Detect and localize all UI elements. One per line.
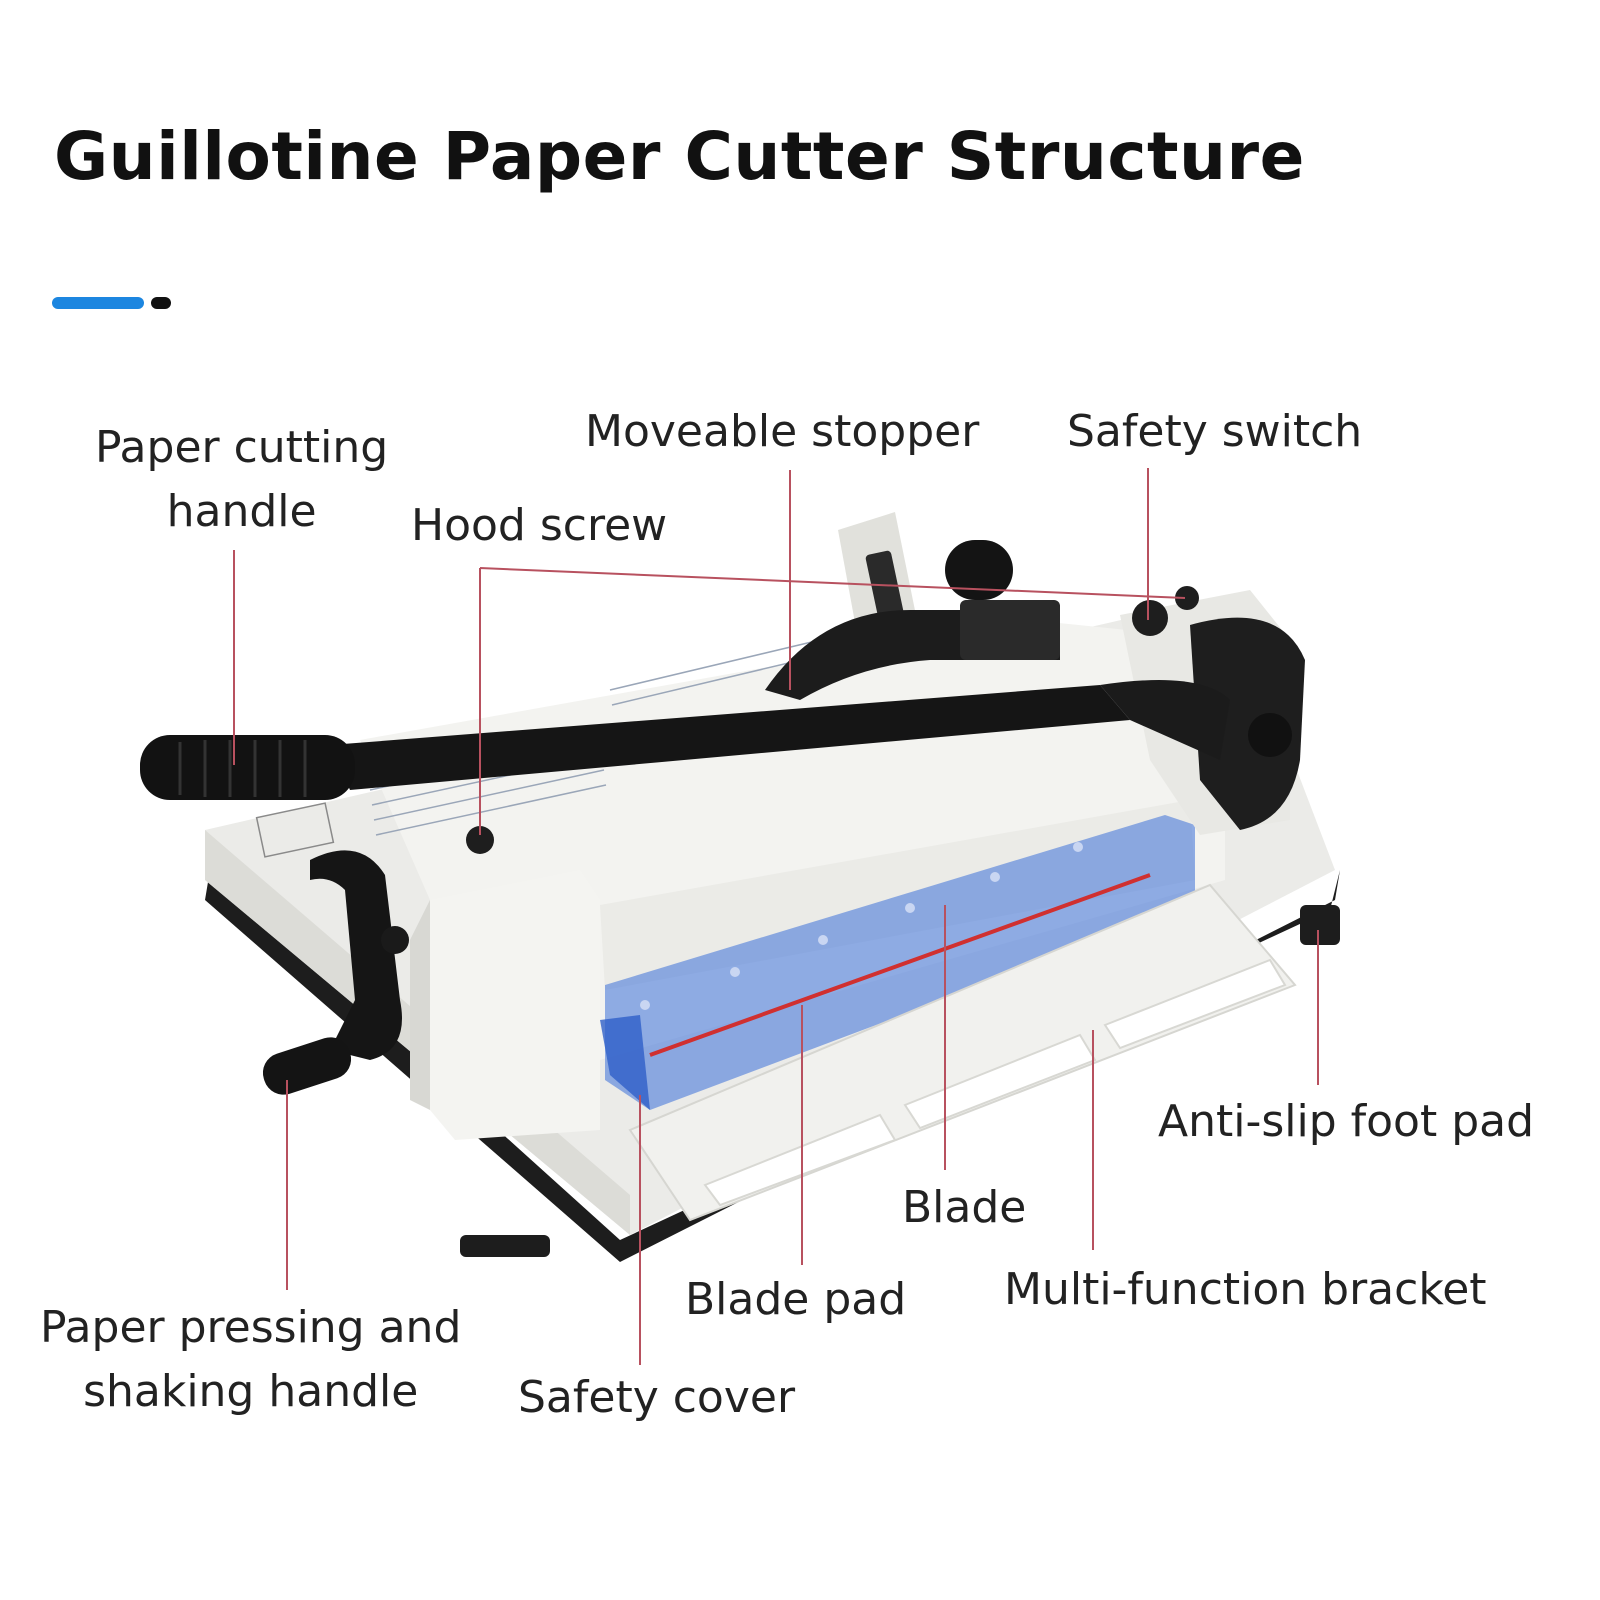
label-safety-switch: Safety switch bbox=[1067, 406, 1363, 457]
title-accent-dot bbox=[151, 297, 171, 309]
safety-switch-knob bbox=[1132, 600, 1168, 636]
handle-lever bbox=[330, 685, 1130, 790]
label-safety-cover: Safety cover bbox=[518, 1372, 796, 1423]
label-blade: Blade bbox=[902, 1182, 1027, 1233]
base-foot-right bbox=[1300, 905, 1340, 945]
hinge-pivot bbox=[1248, 713, 1292, 757]
label-blade-pad: Blade pad bbox=[685, 1274, 907, 1325]
handle-lever-end bbox=[1100, 680, 1230, 760]
safety-cover-edge bbox=[600, 1015, 650, 1110]
label-anti-slip-foot-pad: Anti-slip foot pad bbox=[1158, 1096, 1535, 1147]
cover-screws bbox=[640, 842, 1083, 1010]
label-paper-pressing-handle: Paper pressing and shaking handle bbox=[40, 1302, 462, 1417]
blade-pad-line bbox=[649, 873, 1151, 1057]
base-foot-left bbox=[460, 1235, 550, 1257]
label-hood-screw: Hood screw bbox=[411, 500, 668, 551]
pressing-handle-arm bbox=[310, 850, 402, 1060]
blade-housing-side bbox=[410, 900, 430, 1110]
page-title: Guillotine Paper Cutter Structure bbox=[54, 118, 1305, 195]
handle-grip-ribs bbox=[178, 740, 307, 797]
hood-screw-left bbox=[466, 826, 494, 854]
bracket-slots bbox=[703, 958, 1287, 1207]
bracket-frame bbox=[628, 883, 1297, 1222]
spec-plate bbox=[255, 802, 335, 858]
title-accent-bar bbox=[52, 297, 144, 309]
hood-screw-right bbox=[1175, 586, 1199, 610]
label-moveable-stopper: Moveable stopper bbox=[585, 406, 980, 457]
pressing-handle-bolt bbox=[381, 926, 409, 954]
label-paper-cutting-handle: Paper cutting handle bbox=[95, 422, 389, 537]
pressing-handle-grip bbox=[262, 1037, 352, 1095]
stopper-cap bbox=[945, 540, 1013, 600]
stopper-carriage bbox=[960, 600, 1060, 660]
leader-lines bbox=[233, 468, 1319, 1365]
safety-cover-shape bbox=[605, 815, 1195, 1110]
back-rail-slot bbox=[865, 550, 905, 624]
hinge-bracket bbox=[1190, 617, 1305, 830]
label-multi-function-bracket: Multi-function bracket bbox=[1004, 1264, 1487, 1315]
handle-grip bbox=[140, 735, 355, 800]
leader-hood-screw bbox=[479, 567, 1186, 835]
blade-housing bbox=[430, 870, 600, 1140]
